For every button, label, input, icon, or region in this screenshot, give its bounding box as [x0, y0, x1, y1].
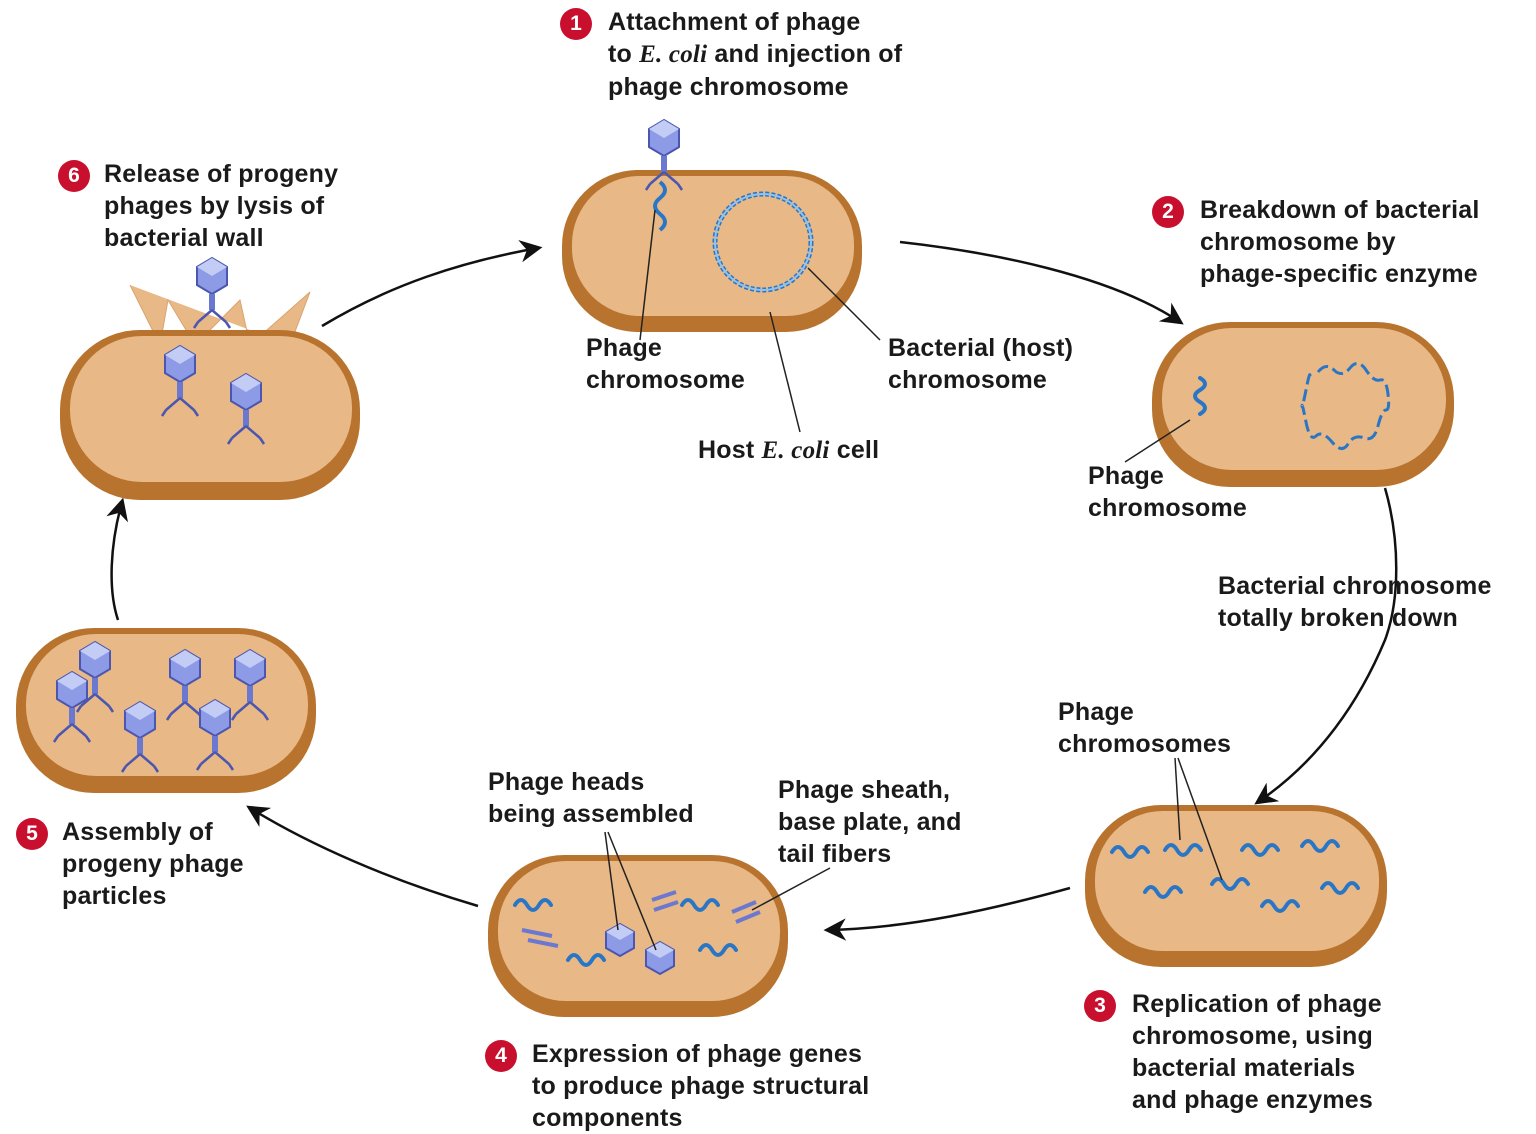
- arrow-4-to-5: [250, 808, 478, 906]
- label-phage-heads: Phage heads being assembled: [488, 766, 694, 830]
- callout-line: totally broken down: [1218, 602, 1492, 634]
- callout-line: chromosome: [586, 364, 745, 396]
- callout-line: Bacterial (host): [888, 332, 1073, 364]
- step-2-line: phage-specific enzyme: [1200, 258, 1479, 290]
- callout-line: base plate, and: [778, 806, 962, 838]
- step-6-badge: 6: [58, 160, 90, 192]
- callout-line: chromosome: [888, 364, 1073, 396]
- step-2-badge: 2: [1152, 196, 1184, 228]
- label-phage-chromosomes-3: Phage chromosomes: [1058, 696, 1231, 760]
- callout-line: chromosomes: [1058, 728, 1231, 760]
- step-2-line: Breakdown of bacterial: [1200, 194, 1479, 226]
- step-3-line: bacterial materials: [1132, 1052, 1382, 1084]
- step-4-line: components: [532, 1102, 869, 1134]
- step-6-line: bacterial wall: [104, 222, 338, 254]
- step-3-line: chromosome, using: [1132, 1020, 1382, 1052]
- arrow-5-to-6: [112, 502, 122, 620]
- arrow-2-to-3: [1258, 488, 1396, 802]
- step-1-label: Attachment of phage to E. coli and injec…: [608, 6, 902, 103]
- step-6-label: Release of progeny phages by lysis of ba…: [104, 158, 338, 254]
- step-1-line: Attachment of phage: [608, 6, 902, 38]
- step-5-line: particles: [62, 880, 244, 912]
- callout-line: being assembled: [488, 798, 694, 830]
- cell-step-6: [60, 258, 360, 500]
- arrow-6-to-1: [322, 248, 538, 326]
- step-3-line: and phage enzymes: [1132, 1084, 1382, 1116]
- label-phage-chromosome-2: Phage chromosome: [1088, 460, 1247, 524]
- step-3-badge: 3: [1084, 990, 1116, 1022]
- callout-line: chromosome: [1088, 492, 1247, 524]
- cell-step-5: [16, 628, 316, 793]
- cell-step-3: [1085, 758, 1387, 967]
- step-4-line: to produce phage structural: [532, 1070, 869, 1102]
- callout-line: Host E. coli cell: [698, 434, 879, 467]
- label-host-cell: Host E. coli cell: [698, 434, 879, 467]
- step-6-line: phages by lysis of: [104, 190, 338, 222]
- step-2-label: Breakdown of bacterial chromosome by pha…: [1200, 194, 1479, 290]
- species-name: E. coli: [639, 41, 707, 68]
- arrow-1-to-2: [900, 242, 1180, 322]
- species-name: E. coli: [762, 437, 830, 464]
- step-4-badge: 4: [485, 1040, 517, 1072]
- callout-line: Phage: [586, 332, 745, 364]
- step-1-line: phage chromosome: [608, 71, 902, 103]
- callout-line: Phage sheath,: [778, 774, 962, 806]
- step-3-label: Replication of phage chromosome, using b…: [1132, 988, 1382, 1116]
- callout-line: tail fibers: [778, 838, 962, 870]
- callout-line: Phage: [1058, 696, 1231, 728]
- step-5-line: progeny phage: [62, 848, 244, 880]
- step-4-label: Expression of phage genes to produce pha…: [532, 1038, 869, 1134]
- callout-line: Phage: [1088, 460, 1247, 492]
- step-5-line: Assembly of: [62, 816, 244, 848]
- step-1-line: to E. coli and injection of: [608, 38, 902, 71]
- label-totally-broken-down: Bacterial chromosome totally broken down: [1218, 570, 1492, 634]
- step-1-badge: 1: [560, 8, 592, 40]
- label-bacterial-host-chromosome: Bacterial (host) chromosome: [888, 332, 1073, 396]
- callout-line: Phage heads: [488, 766, 694, 798]
- step-3-line: Replication of phage: [1132, 988, 1382, 1020]
- step-4-line: Expression of phage genes: [532, 1038, 869, 1070]
- step-5-label: Assembly of progeny phage particles: [62, 816, 244, 912]
- callout-line: Bacterial chromosome: [1218, 570, 1492, 602]
- step-5-badge: 5: [16, 818, 48, 850]
- label-phage-sheath: Phage sheath, base plate, and tail fiber…: [778, 774, 962, 870]
- step-6-line: Release of progeny: [104, 158, 338, 190]
- label-phage-chromosome-1: Phage chromosome: [586, 332, 745, 396]
- arrow-3-to-4: [828, 888, 1070, 930]
- step-2-line: chromosome by: [1200, 226, 1479, 258]
